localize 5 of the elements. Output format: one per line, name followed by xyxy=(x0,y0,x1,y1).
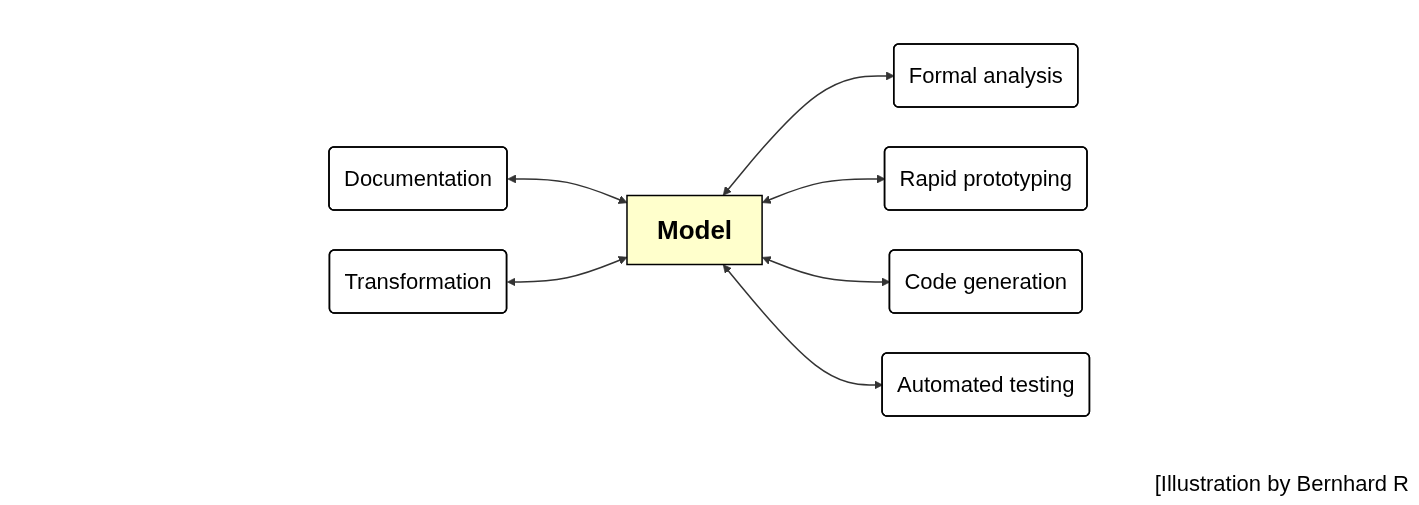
node-box: Model xyxy=(626,194,764,266)
arrow xyxy=(507,174,628,204)
arrow xyxy=(507,256,628,287)
arrow xyxy=(723,71,895,196)
attribution-note: [Illustration by Bernhard R xyxy=(1154,471,1409,497)
